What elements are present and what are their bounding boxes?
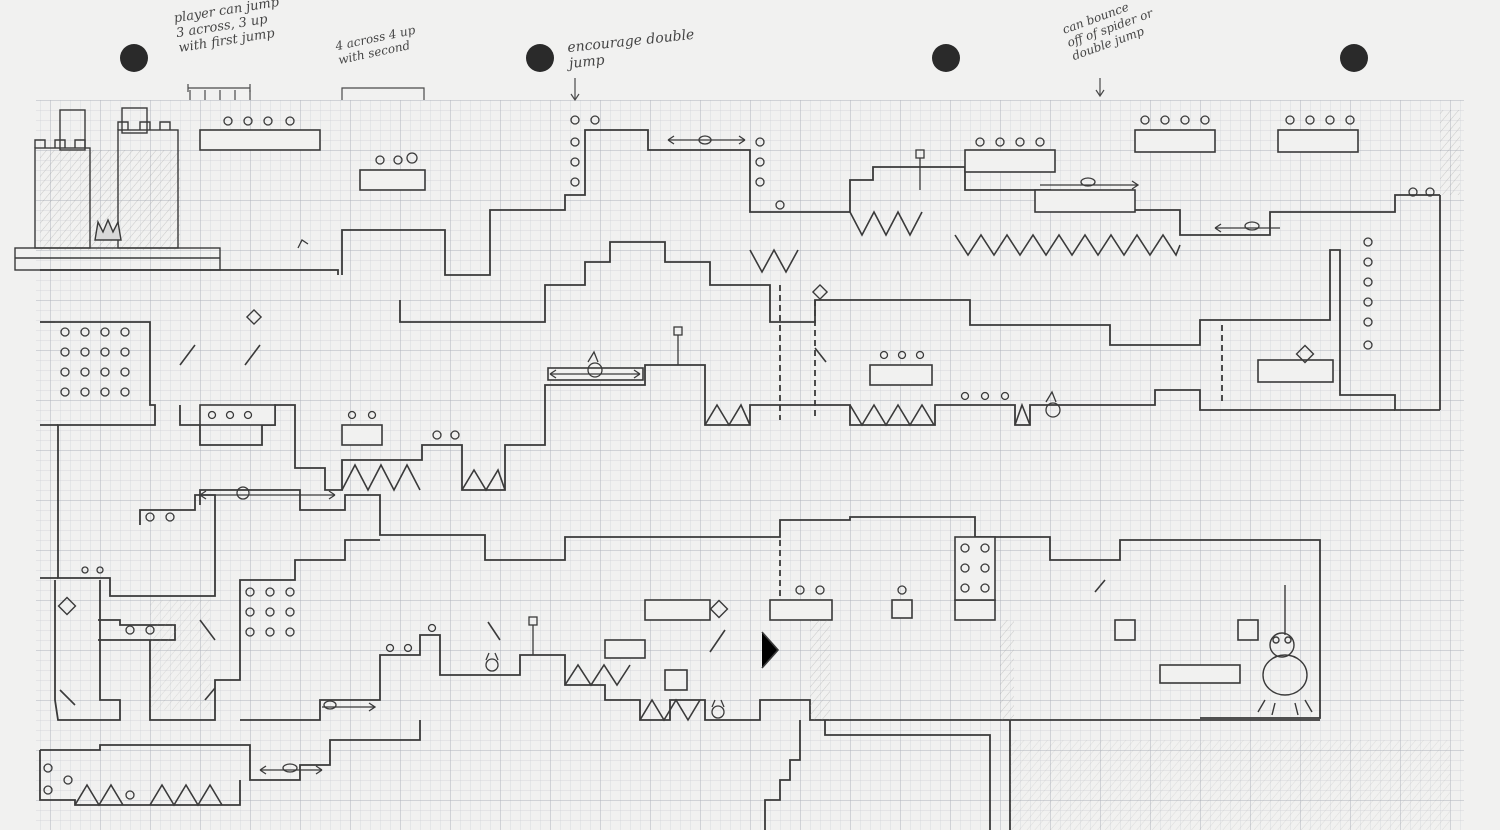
punch-holes [120, 44, 1368, 72]
annotation-marks [188, 78, 1104, 100]
